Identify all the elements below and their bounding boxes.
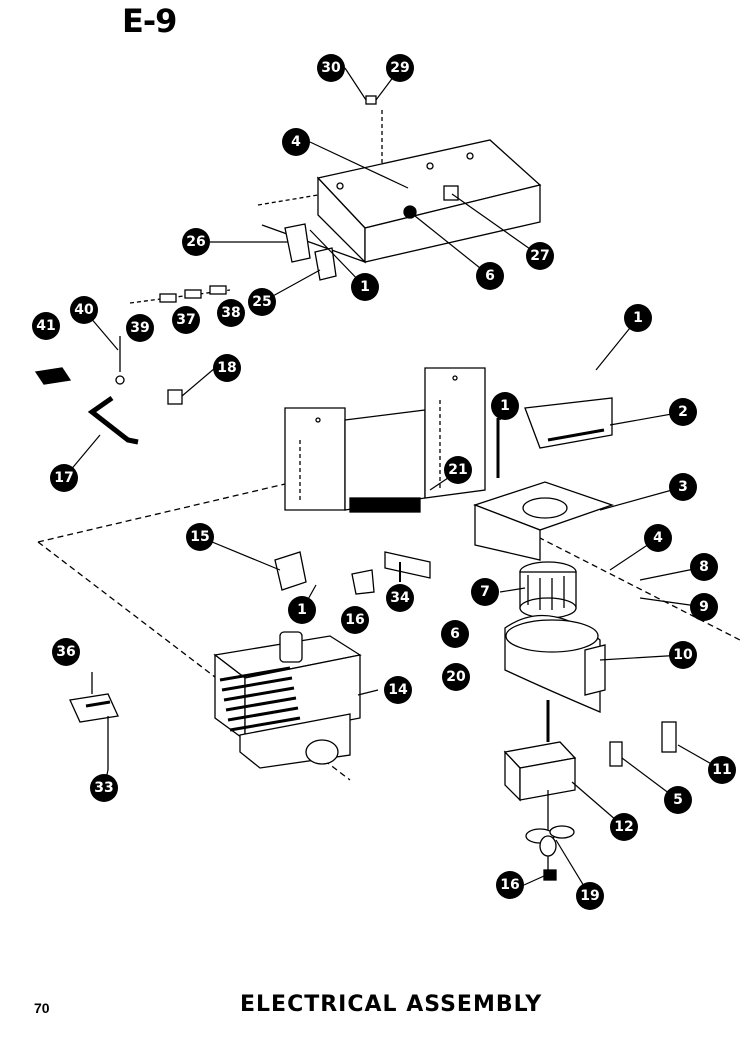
callout-34: 34 <box>386 584 414 612</box>
switch-row <box>129 285 231 304</box>
callout-4: 4 <box>282 128 310 156</box>
svg-text:18: 18 <box>217 360 236 376</box>
svg-text:1: 1 <box>360 279 370 295</box>
magnetron <box>213 631 362 769</box>
svg-text:19: 19 <box>580 888 599 904</box>
svg-text:16: 16 <box>345 612 364 628</box>
callout-14: 14 <box>384 676 412 704</box>
svg-text:8: 8 <box>699 559 709 575</box>
cavity-panels <box>284 367 486 513</box>
svg-text:21: 21 <box>448 462 467 478</box>
callout-19: 19 <box>576 882 604 910</box>
svg-text:4: 4 <box>653 530 663 546</box>
svg-text:12: 12 <box>614 819 633 835</box>
svg-text:37: 37 <box>176 312 195 328</box>
callout-4b: 4 <box>644 524 672 552</box>
fuse-and-clip <box>34 336 183 445</box>
callout-6b: 6 <box>441 620 469 648</box>
callout-2: 2 <box>669 398 697 426</box>
callout-33: 33 <box>90 774 118 802</box>
svg-text:11: 11 <box>712 762 731 778</box>
svg-text:30: 30 <box>321 60 341 76</box>
control-panel-bracket <box>257 95 542 281</box>
svg-text:41: 41 <box>36 318 55 334</box>
svg-text:27: 27 <box>530 248 549 264</box>
svg-text:3: 3 <box>678 479 688 495</box>
svg-text:34: 34 <box>390 590 410 606</box>
svg-text:40: 40 <box>74 302 94 318</box>
callout-11: 11 <box>708 756 736 784</box>
fan-motor <box>519 561 577 619</box>
svg-text:7: 7 <box>480 584 490 600</box>
callout-29: 29 <box>386 54 414 82</box>
callout-1b: 1 <box>624 304 652 332</box>
svg-text:9: 9 <box>699 599 709 615</box>
page-number: 70 <box>34 1000 50 1016</box>
callout-12: 12 <box>610 813 638 841</box>
callout-16: 16 <box>341 606 369 634</box>
svg-text:16: 16 <box>500 877 519 893</box>
callout-26: 26 <box>182 228 210 256</box>
callout-40: 40 <box>70 296 98 324</box>
callout-15: 15 <box>186 523 214 551</box>
blower-mount <box>473 397 614 561</box>
callout-6: 6 <box>476 262 504 290</box>
callout-25: 25 <box>248 288 276 316</box>
callout-16b: 16 <box>496 871 524 899</box>
fan-housing <box>504 614 606 713</box>
diagram-title: ELECTRICAL ASSEMBLY <box>240 992 543 1017</box>
callout-17: 17 <box>50 464 78 492</box>
svg-text:10: 10 <box>673 647 693 663</box>
callout-18: 18 <box>213 354 241 382</box>
svg-text:15: 15 <box>190 529 209 545</box>
svg-text:36: 36 <box>56 644 75 660</box>
callout-7: 7 <box>471 578 499 606</box>
svg-text:29: 29 <box>390 60 409 76</box>
callout-9: 9 <box>690 593 718 621</box>
svg-text:39: 39 <box>130 320 149 336</box>
fan-blade <box>525 825 575 881</box>
svg-text:5: 5 <box>673 792 683 808</box>
sheet-code: E-9 <box>122 2 177 40</box>
svg-text:14: 14 <box>388 682 408 698</box>
svg-text:17: 17 <box>54 470 73 486</box>
callout-27: 27 <box>526 242 554 270</box>
callout-30: 30 <box>317 54 345 82</box>
callout-21: 21 <box>444 456 472 484</box>
svg-text:33: 33 <box>94 780 113 796</box>
callout-3: 3 <box>669 473 697 501</box>
callout-1c: 1 <box>491 392 519 420</box>
thermal-cutout <box>69 672 119 770</box>
svg-text:1: 1 <box>500 398 510 414</box>
callout-5: 5 <box>664 786 692 814</box>
svg-text:1: 1 <box>633 310 643 326</box>
callout-37: 37 <box>172 306 200 334</box>
callout-8: 8 <box>690 553 718 581</box>
svg-text:4: 4 <box>291 134 301 150</box>
callout-20: 20 <box>442 663 470 691</box>
svg-text:38: 38 <box>221 305 240 321</box>
svg-text:6: 6 <box>450 626 460 642</box>
relay-brackets <box>274 551 431 595</box>
svg-text:1: 1 <box>297 602 307 618</box>
svg-text:20: 20 <box>446 669 466 685</box>
callout-39: 39 <box>126 314 154 342</box>
callout-38: 38 <box>217 299 245 327</box>
svg-text:26: 26 <box>186 234 205 250</box>
svg-text:6: 6 <box>485 268 495 284</box>
callout-41: 41 <box>32 312 60 340</box>
callout-1: 1 <box>351 273 379 301</box>
callout-1d: 1 <box>288 596 316 624</box>
callout-36: 36 <box>52 638 80 666</box>
part-callouts: 30 29 4 6 27 26 1 25 40 41 39 37 38 18 1… <box>32 54 736 910</box>
callout-10: 10 <box>669 641 697 669</box>
svg-text:25: 25 <box>252 294 271 310</box>
svg-text:2: 2 <box>678 404 688 420</box>
